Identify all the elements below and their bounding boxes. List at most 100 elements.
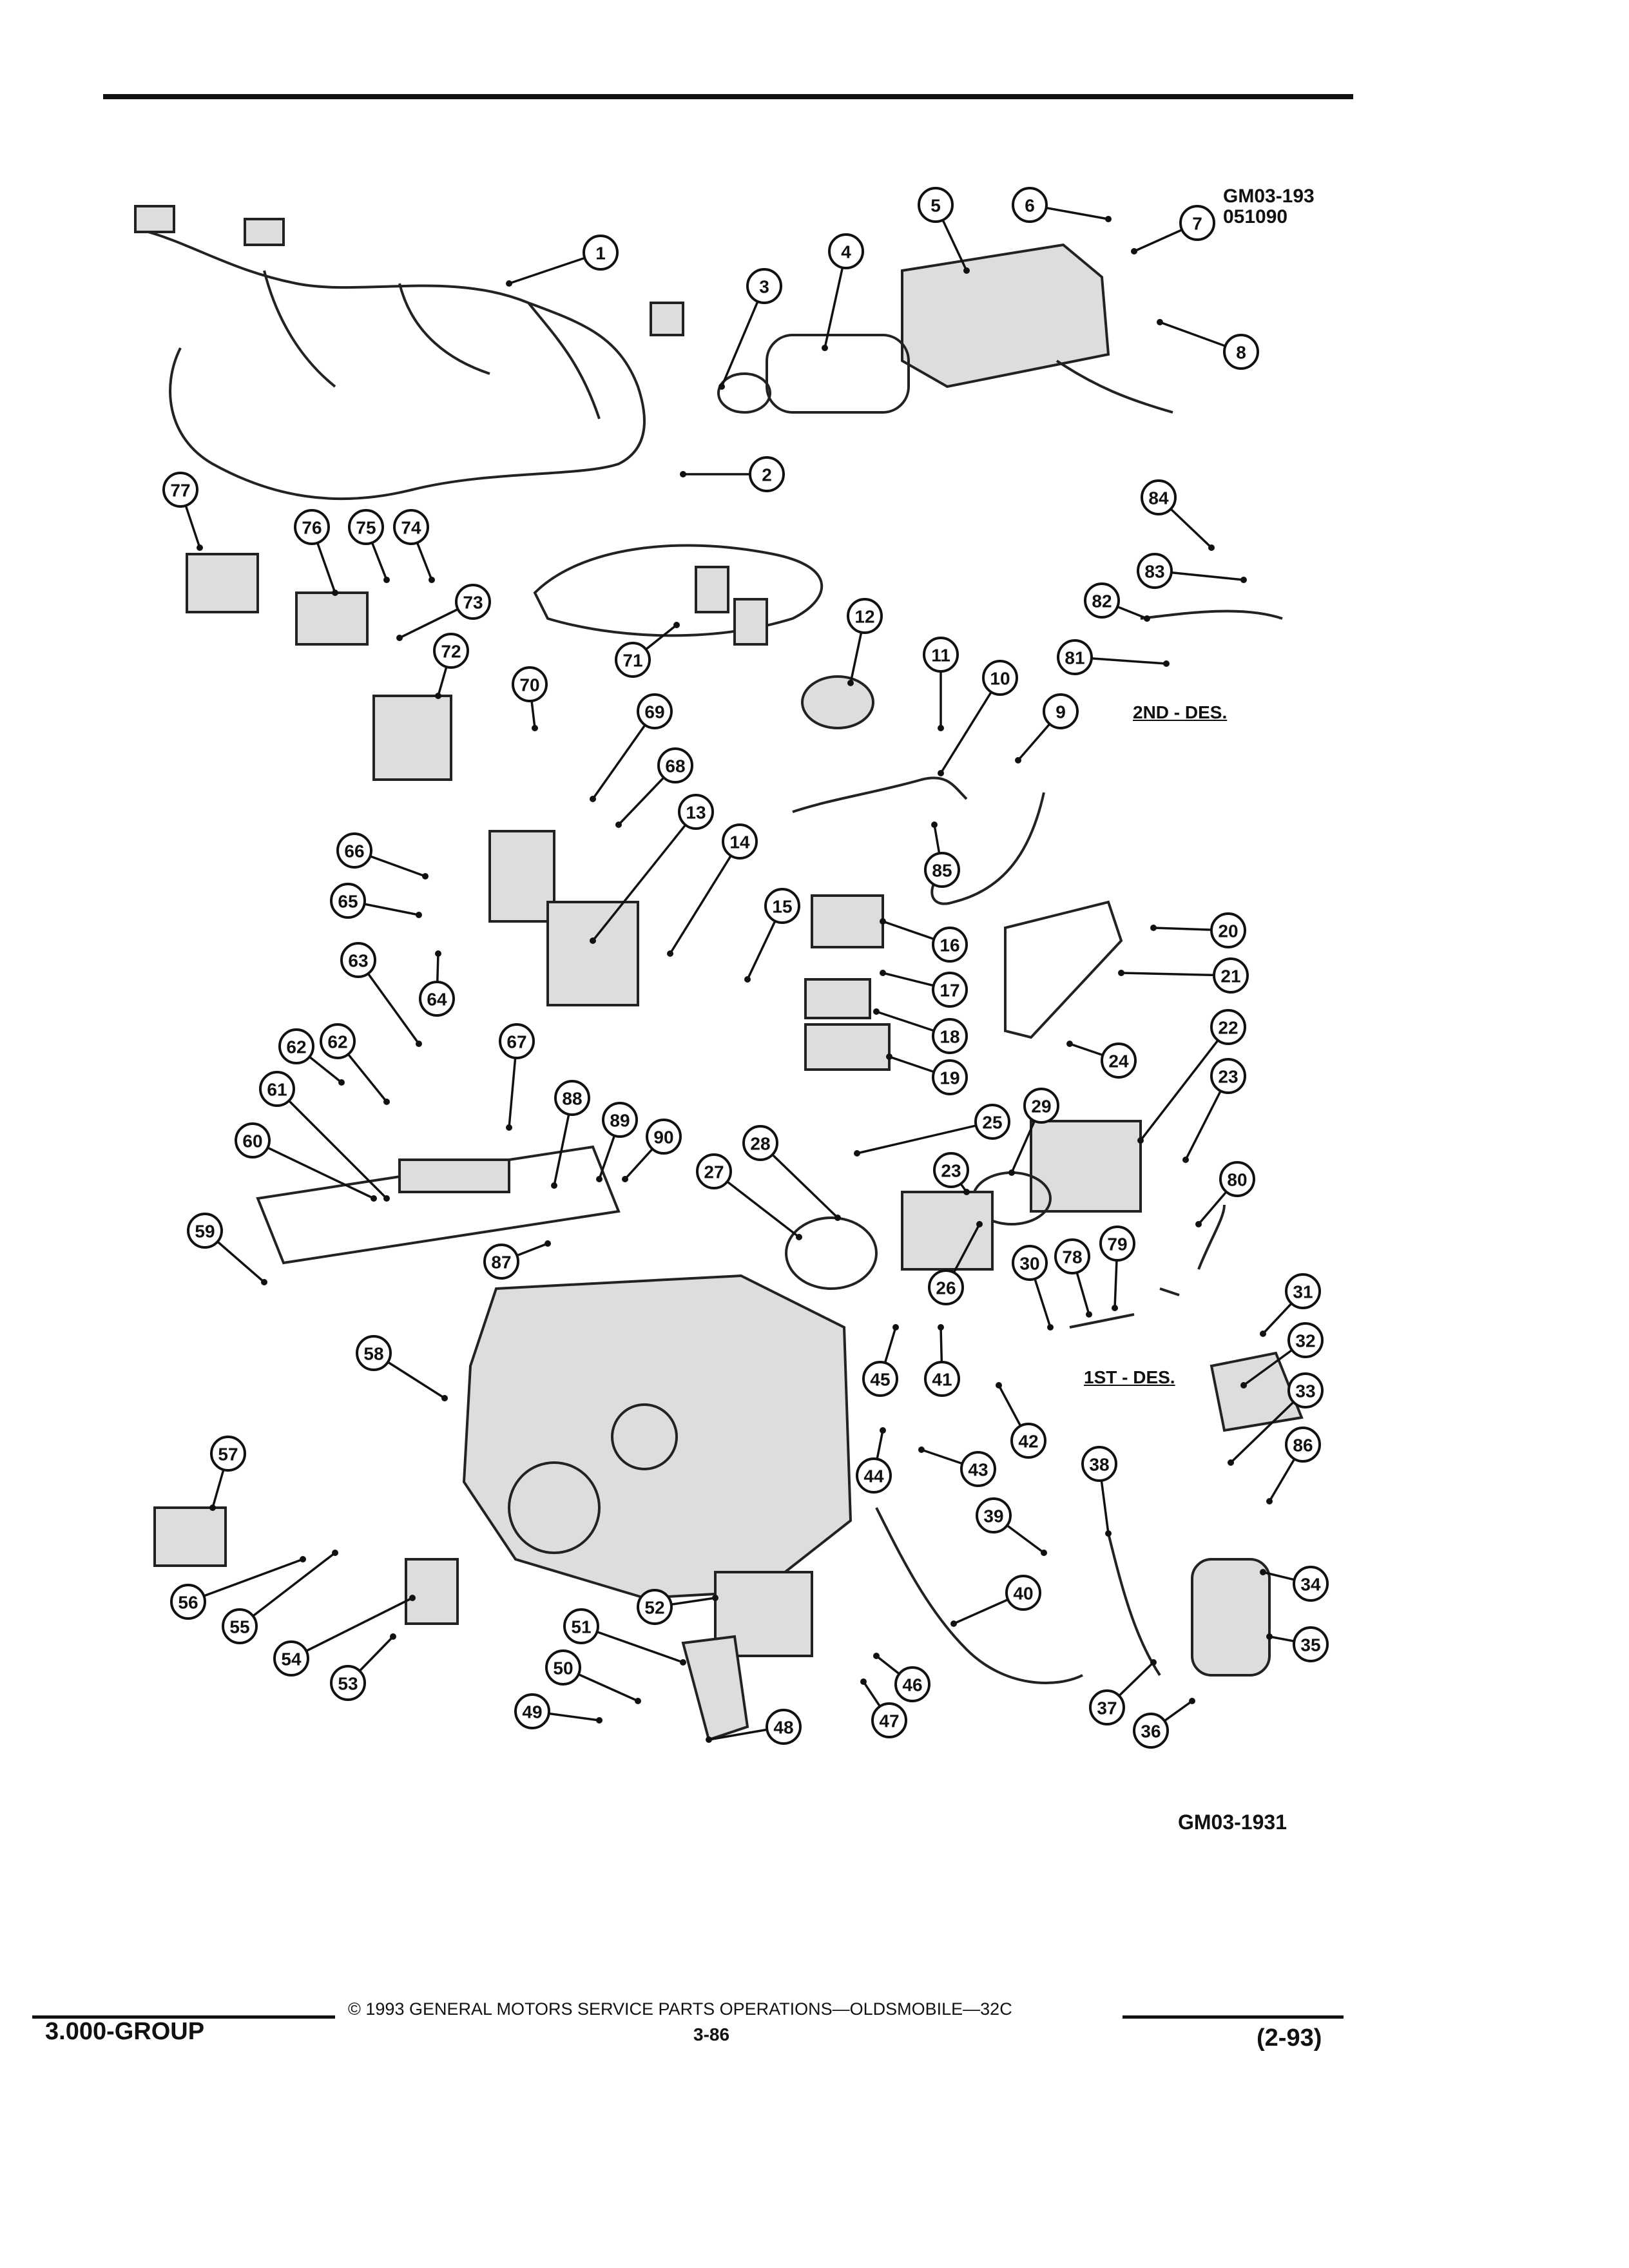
callout-circle-82 — [1084, 582, 1120, 619]
callout-circle-11 — [923, 637, 959, 673]
leader-arrowhead-22 — [1137, 1137, 1144, 1144]
callout-6: 6 — [1012, 187, 1048, 223]
callout-circle-19 — [932, 1059, 968, 1095]
leader-arrowhead-9 — [1015, 757, 1021, 764]
callout-circle-31 — [1285, 1273, 1321, 1309]
callout-circle-78 — [1054, 1238, 1090, 1274]
callout-circle-43 — [960, 1451, 996, 1487]
callout-number-34: 34 — [1300, 1575, 1321, 1595]
callout-number-38: 38 — [1089, 1455, 1109, 1475]
callout-circle-63 — [340, 942, 376, 978]
callout-number-71: 71 — [622, 651, 642, 671]
callout-15: 15 — [764, 888, 800, 924]
callout-circle-42 — [1010, 1423, 1046, 1459]
first-design-label: 1ST - DES. — [1084, 1367, 1175, 1387]
callout-number-79: 79 — [1107, 1235, 1127, 1254]
leader-arrowhead-32 — [1240, 1382, 1247, 1389]
callout-circle-66 — [336, 832, 372, 869]
callout-number-85: 85 — [932, 861, 952, 881]
callout-circle-23 — [1210, 1058, 1246, 1094]
callout-number-13: 13 — [686, 803, 706, 823]
callout-45: 45 — [862, 1361, 898, 1397]
callout-circle-59 — [187, 1213, 223, 1249]
callout-circle-10 — [982, 660, 1018, 696]
callout-circle-6 — [1012, 187, 1048, 223]
callout-circle-61 — [259, 1071, 295, 1107]
leader-arrowhead-8 — [1157, 319, 1163, 325]
callout-number-24: 24 — [1108, 1052, 1129, 1072]
leader-line-55 — [238, 1552, 336, 1628]
leader-arrowhead-13 — [590, 937, 596, 944]
leader-arrowhead-14 — [667, 950, 673, 957]
callout-circle-12 — [847, 598, 883, 634]
callout-circle-2 — [749, 456, 785, 492]
leader-arrowhead-21 — [1118, 970, 1124, 976]
callout-90: 90 — [646, 1119, 682, 1155]
footer-group: 3.000-GROUP — [45, 2018, 205, 2045]
leader-arrowhead-20 — [1150, 925, 1157, 931]
callout-number-62: 62 — [286, 1037, 306, 1057]
leader-arrowhead-58 — [441, 1395, 448, 1401]
callout-number-78: 78 — [1062, 1247, 1082, 1267]
callout-circle-30 — [1012, 1245, 1048, 1281]
footer-rule-left — [32, 2015, 335, 2019]
callout-89: 89 — [602, 1102, 638, 1138]
callout-14: 14 — [722, 823, 758, 860]
callout-19: 19 — [932, 1059, 968, 1095]
callout-number-69: 69 — [644, 702, 664, 722]
lower-components — [153, 1351, 1304, 1742]
leader-arrowhead-44 — [880, 1427, 886, 1434]
callout-circle-49 — [514, 1693, 550, 1729]
callout-circle-71 — [615, 642, 651, 678]
callout-number-7: 7 — [1192, 214, 1202, 234]
callout-circle-88 — [554, 1080, 590, 1116]
callout-29: 29 — [1023, 1088, 1059, 1124]
callout-79: 79 — [1099, 1225, 1135, 1262]
leader-arrowhead-77 — [197, 544, 203, 551]
callout-23: 23 — [933, 1152, 969, 1188]
callout-1: 1 — [583, 235, 619, 271]
callout-78: 78 — [1054, 1238, 1090, 1274]
leader-arrowhead-68 — [615, 822, 622, 828]
callout-69: 69 — [637, 693, 673, 729]
callout-84: 84 — [1141, 479, 1177, 515]
callout-circle-50 — [545, 1649, 581, 1686]
callout-63: 63 — [340, 942, 376, 978]
callout-number-77: 77 — [170, 481, 190, 501]
callout-circle-60 — [235, 1122, 271, 1158]
callout-circle-15 — [764, 888, 800, 924]
callout-circle-29 — [1023, 1088, 1059, 1124]
callout-circle-46 — [894, 1666, 930, 1702]
callout-number-53: 53 — [338, 1674, 358, 1694]
leader-arrowhead-11 — [938, 725, 944, 731]
leader-arrowhead-63 — [416, 1041, 422, 1047]
callout-circle-47 — [871, 1702, 907, 1738]
callout-circle-67 — [499, 1023, 535, 1059]
leader-arrowhead-28 — [834, 1215, 841, 1221]
callout-53: 53 — [330, 1665, 366, 1701]
leader-arrowhead-27 — [796, 1234, 802, 1240]
leader-arrowhead-81 — [1163, 660, 1170, 667]
leader-arrowhead-46 — [873, 1653, 880, 1659]
callout-61: 61 — [259, 1071, 295, 1107]
leader-arrowhead-35 — [1266, 1633, 1273, 1640]
leader-arrowhead-74 — [429, 577, 435, 583]
leader-arrowhead-34 — [1260, 1569, 1266, 1575]
callout-circle-87 — [483, 1244, 519, 1280]
callout-number-21: 21 — [1220, 966, 1240, 986]
leader-arrowhead-78 — [1086, 1311, 1092, 1318]
callout-circle-62 — [278, 1028, 314, 1064]
callout-31: 31 — [1285, 1273, 1321, 1309]
callout-7: 7 — [1179, 205, 1215, 241]
callout-number-33: 33 — [1295, 1381, 1315, 1401]
callout-33: 33 — [1287, 1372, 1324, 1408]
callout-number-17: 17 — [940, 981, 959, 1001]
callout-number-70: 70 — [519, 675, 539, 695]
leader-arrowhead-47 — [860, 1678, 867, 1685]
callout-number-42: 42 — [1018, 1432, 1038, 1452]
callout-number-86: 86 — [1293, 1436, 1313, 1456]
leader-arrowhead-33 — [1228, 1459, 1234, 1466]
callout-number-50: 50 — [553, 1658, 573, 1678]
callout-circle-40 — [1005, 1575, 1041, 1611]
callout-68: 68 — [657, 747, 693, 783]
